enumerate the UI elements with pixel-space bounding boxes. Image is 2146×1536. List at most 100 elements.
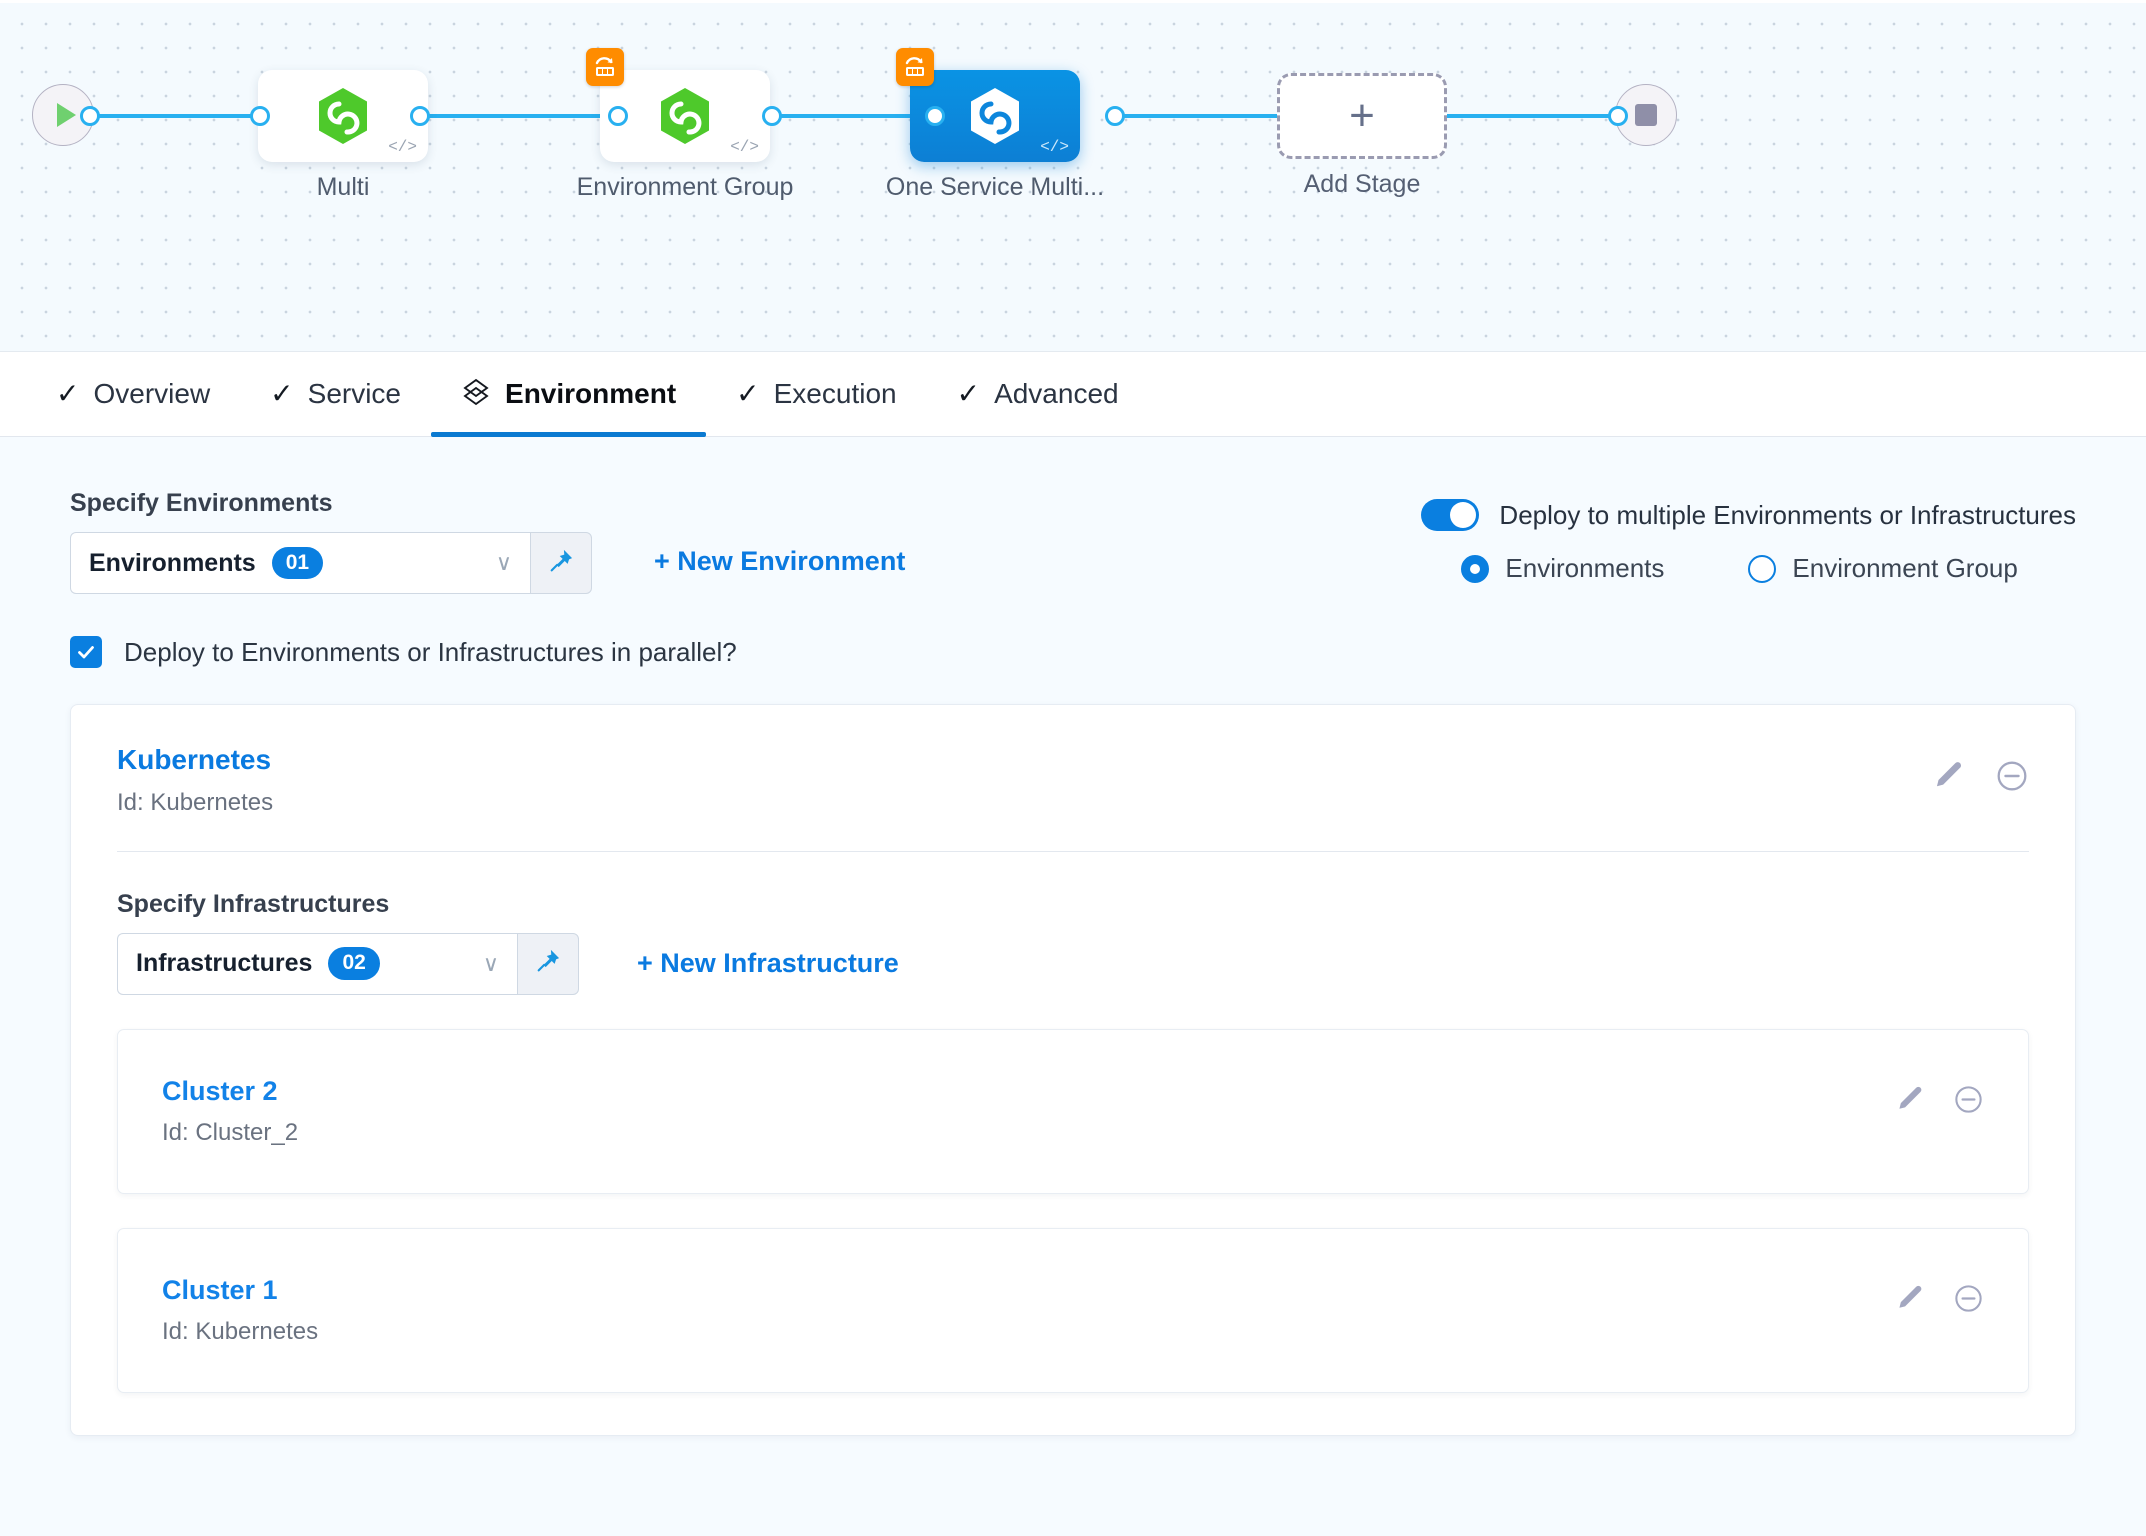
environment-card-actions xyxy=(1931,743,2029,793)
parallel-deploy-row: Deploy to Environments or Infrastructure… xyxy=(0,636,2146,668)
infrastructure-card-actions xyxy=(1894,1275,1984,1314)
parallel-deploy-label: Deploy to Environments or Infrastructure… xyxy=(124,636,737,667)
code-icon[interactable]: </> xyxy=(388,138,417,156)
specify-infrastructures-block: Specify Infrastructures Infrastructures … xyxy=(117,890,2029,1393)
check-icon: ✓ xyxy=(270,378,294,409)
port-start-out[interactable] xyxy=(80,106,100,126)
service-hex-icon xyxy=(969,87,1021,145)
pencil-icon xyxy=(1899,1285,1922,1308)
looping-strategy-badge-icon xyxy=(586,48,624,86)
remove-infrastructure-button[interactable] xyxy=(1953,1283,1984,1314)
new-infrastructure-link[interactable]: + New Infrastructure xyxy=(637,947,899,978)
stage-node-one-service-multi[interactable]: </> xyxy=(896,48,1080,162)
infrastructure-name-link[interactable]: Cluster 1 xyxy=(162,1274,278,1305)
stop-icon xyxy=(1635,104,1657,126)
minus-circle-icon xyxy=(1997,761,2027,791)
infrastructures-select[interactable]: Infrastructures 02 ∨ xyxy=(117,932,517,995)
infrastructure-id-text: Id: Kubernetes xyxy=(162,1317,319,1345)
remove-environment-button[interactable] xyxy=(1995,759,2029,793)
port-stage1-out[interactable] xyxy=(410,106,430,126)
infrastructure-titles: Cluster 1 Id: Kubernetes xyxy=(162,1275,318,1346)
pencil-icon xyxy=(1899,1086,1922,1109)
port-stage3-in[interactable] xyxy=(925,106,945,126)
minus-circle-icon xyxy=(1955,1284,1982,1312)
tab-label: Overview xyxy=(93,378,211,409)
environment-name-link[interactable]: Kubernetes xyxy=(117,744,272,775)
infrastructure-card: Cluster 2 Id: Cluster_2 xyxy=(117,1028,2029,1194)
tab-service[interactable]: ✓ Service xyxy=(240,352,431,436)
port-stage2-out[interactable] xyxy=(762,106,782,126)
infrastructure-card: Cluster 1 Id: Kubernetes xyxy=(117,1227,2029,1393)
environments-select[interactable]: Environments 01 ∨ xyxy=(70,532,530,594)
port-stage1-in[interactable] xyxy=(250,106,270,126)
check-icon: ✓ xyxy=(736,378,760,409)
edit-infrastructure-button[interactable] xyxy=(1894,1283,1925,1314)
port-end-in[interactable] xyxy=(1608,106,1628,126)
multi-deploy-toggle-label: Deploy to multiple Environments or Infra… xyxy=(1499,499,2076,530)
code-icon[interactable]: </> xyxy=(730,138,759,156)
infrastructure-id-text: Id: Cluster_2 xyxy=(162,1118,299,1146)
parallel-deploy-checkbox[interactable] xyxy=(70,636,102,668)
new-environment-link[interactable]: + New Environment xyxy=(654,546,906,576)
tab-environment[interactable]: Environment xyxy=(431,352,707,437)
chevron-down-icon: ∨ xyxy=(495,550,512,575)
plus-icon: + xyxy=(1349,91,1375,140)
connector-rail-1 xyxy=(88,114,260,118)
radio-label: Environments xyxy=(1505,553,1665,583)
radio-dot-icon xyxy=(1461,554,1490,583)
environments-select-value: Environments xyxy=(89,548,256,577)
edit-environment-button[interactable] xyxy=(1931,759,1965,793)
add-stage-label: Add Stage xyxy=(1303,170,1421,198)
specify-environments-label: Specify Environments xyxy=(70,489,333,517)
play-icon xyxy=(57,103,76,127)
stage-tabbar: ✓ Overview ✓ Service Environment ✓ Execu… xyxy=(0,352,2146,437)
multi-deploy-toggle-row: Deploy to multiple Environments or Infra… xyxy=(1421,499,2076,531)
tab-overview[interactable]: ✓ Overview xyxy=(26,352,240,436)
tab-advanced[interactable]: ✓ Advanced xyxy=(927,352,1149,436)
infrastructures-pin-button[interactable] xyxy=(517,932,579,995)
service-hex-icon xyxy=(659,87,711,145)
pipeline-canvas[interactable]: </> Multi </> Environment Group xyxy=(0,0,2146,352)
infrastructure-titles: Cluster 2 Id: Cluster_2 xyxy=(162,1076,298,1147)
port-stage3-out[interactable] xyxy=(1105,106,1125,126)
environment-card-header: Kubernetes Id: Kubernetes xyxy=(117,743,2029,817)
check-icon: ✓ xyxy=(56,378,80,409)
radio-label: Environment Group xyxy=(1792,553,2018,583)
pin-icon xyxy=(534,947,562,980)
environment-panel: Specify Environments Environments 01 ∨ xyxy=(0,437,2146,1536)
infrastructures-row: Infrastructures 02 ∨ + New Infrastru xyxy=(117,932,2029,995)
stage-node-environment-group[interactable]: </> xyxy=(586,48,770,162)
connector-rail-4 xyxy=(1115,114,1295,118)
tab-label: Service xyxy=(307,378,402,409)
environments-pin-button[interactable] xyxy=(530,532,592,594)
specify-environments-block: Specify Environments Environments 01 ∨ xyxy=(70,489,592,594)
specify-infrastructures-label: Specify Infrastructures xyxy=(117,889,390,918)
edit-infrastructure-button[interactable] xyxy=(1894,1084,1925,1115)
tab-label: Execution xyxy=(773,378,897,409)
environment-card-titles: Kubernetes Id: Kubernetes xyxy=(117,743,273,817)
add-stage-button[interactable]: + xyxy=(1277,73,1447,159)
environments-select-group: Environments 01 ∨ xyxy=(70,532,592,594)
tab-label: Environment xyxy=(505,378,677,409)
connector-rail-2 xyxy=(418,114,620,118)
remove-infrastructure-button[interactable] xyxy=(1953,1084,1984,1115)
multi-deploy-toggle[interactable] xyxy=(1421,499,1480,531)
radio-environment-group[interactable]: Environment Group xyxy=(1748,553,2018,584)
stage-node-multi[interactable]: </> xyxy=(258,70,428,162)
stage-label-multi: Multi xyxy=(316,173,370,201)
tab-execution[interactable]: ✓ Execution xyxy=(706,352,926,436)
port-stage2-in[interactable] xyxy=(608,106,628,126)
infrastructures-select-value: Infrastructures xyxy=(136,949,313,978)
chevron-down-icon: ∨ xyxy=(482,950,499,976)
infrastructures-count-badge: 02 xyxy=(328,947,380,980)
radio-environments[interactable]: Environments xyxy=(1461,553,1664,584)
pencil-icon xyxy=(1936,762,1962,787)
check-icon xyxy=(78,646,94,659)
check-icon: ✓ xyxy=(956,378,981,409)
infrastructure-name-link[interactable]: Cluster 2 xyxy=(162,1075,278,1106)
connector-rail-3 xyxy=(770,114,970,118)
connector-rail-5 xyxy=(1430,114,1640,118)
environments-header-row: Specify Environments Environments 01 ∨ xyxy=(0,489,2146,594)
code-icon[interactable]: </> xyxy=(1040,138,1069,156)
environment-id-text: Id: Kubernetes xyxy=(117,788,274,816)
